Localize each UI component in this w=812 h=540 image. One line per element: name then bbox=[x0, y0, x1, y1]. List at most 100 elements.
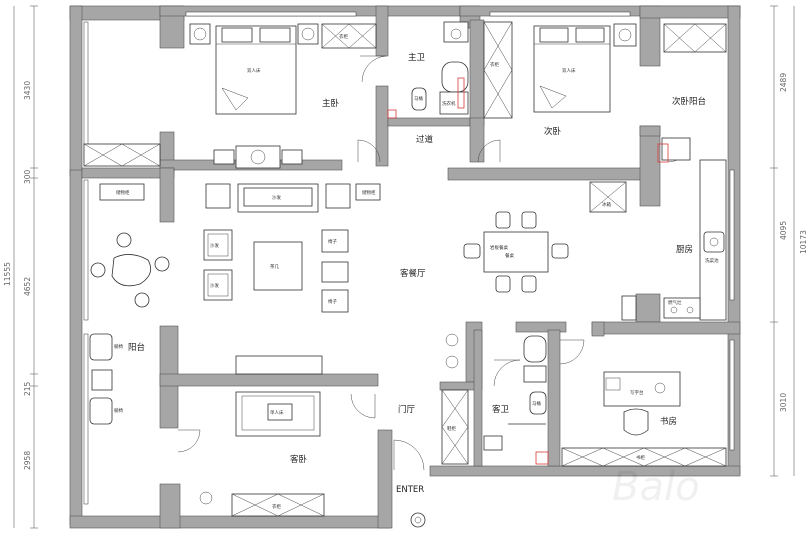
kitchen-stove-label: 燃气灶 bbox=[668, 299, 682, 306]
guest-bed-pillow bbox=[267, 403, 293, 421]
wall-sb-balcony-top bbox=[639, 125, 661, 137]
wall-kitchen-bottom bbox=[591, 321, 741, 335]
guest-bath-sink bbox=[483, 435, 503, 451]
foyer-plant-1-icon bbox=[445, 333, 459, 347]
study-chair bbox=[623, 408, 649, 436]
living-cabinet-label: 储物柜 bbox=[362, 189, 376, 196]
door-guest-bath bbox=[493, 359, 521, 387]
living-armchair-1 bbox=[203, 229, 233, 261]
wall-study-top-jamb bbox=[591, 321, 605, 337]
living-side-table-left bbox=[205, 183, 231, 209]
balcony-rug bbox=[111, 254, 152, 287]
balcony-cabinet bbox=[99, 183, 145, 201]
room-corridor: 过道 bbox=[416, 134, 434, 145]
door-second-bedroom bbox=[477, 139, 501, 163]
balcony-plant-3-icon bbox=[154, 256, 170, 272]
wall-kitchen-jamb bbox=[635, 293, 661, 323]
dining-table-label: 岩板餐桌 bbox=[490, 244, 508, 251]
door-study bbox=[559, 339, 585, 365]
kitchen-sink-icon bbox=[709, 237, 719, 247]
living-chair-1-label: 椅子 bbox=[328, 238, 337, 245]
wall-mbath-left-bottom bbox=[375, 85, 389, 167]
balcony-lounger-2 bbox=[89, 397, 113, 425]
dining-chair-top-2 bbox=[521, 211, 537, 229]
guest-bed-label: 单人床 bbox=[270, 409, 284, 416]
room-study: 书房 bbox=[660, 416, 677, 427]
guest-plant-icon bbox=[199, 491, 213, 505]
wall-sb-left-jamb bbox=[469, 117, 485, 163]
guest-bath: 马桶 客卫 bbox=[483, 335, 549, 465]
wall-bottom-left bbox=[69, 515, 391, 529]
kitchen-cabinet bbox=[621, 295, 637, 321]
door-balcony bbox=[177, 429, 201, 453]
balcony-side-table bbox=[91, 369, 113, 391]
master-balcony-cabinet bbox=[83, 143, 161, 167]
kitchen: 洗菜池 燃气灶 冰箱 厨房 bbox=[589, 159, 727, 321]
dim-left-1: 3430 bbox=[23, 81, 32, 100]
wall-bottom-entry-left bbox=[377, 429, 393, 529]
kitchen-sink bbox=[703, 231, 725, 253]
living-side-table-right bbox=[325, 183, 351, 209]
dim-right-3: 3010 bbox=[779, 393, 788, 412]
balcony-lounger-2-label: 躺椅 bbox=[114, 407, 123, 414]
master-side-cabinet-right bbox=[281, 149, 303, 165]
guest-bed bbox=[235, 391, 321, 437]
entrance-person-icon bbox=[410, 512, 426, 528]
dim-left-3: 4652 bbox=[23, 277, 32, 296]
study-monitor bbox=[605, 377, 621, 391]
room-foyer: 门厅 bbox=[398, 404, 416, 415]
master-bath-sink bbox=[443, 21, 469, 43]
guest-closet-cross bbox=[231, 493, 325, 517]
dim-right-1: 2489 bbox=[779, 73, 788, 92]
master-nightstand-right bbox=[297, 23, 319, 45]
balcony-plant-4-icon bbox=[134, 292, 150, 308]
room-second-balcony: 次卧阳台 bbox=[672, 96, 706, 107]
guest-cabinet bbox=[235, 355, 323, 375]
living-armchair-1-label: 沙发 bbox=[210, 242, 219, 249]
second-balcony-cabinet bbox=[663, 23, 727, 53]
master-bath-washer bbox=[439, 91, 469, 115]
master-balcony-cabinet-cross bbox=[83, 143, 161, 167]
wall-guest-top bbox=[159, 373, 379, 387]
second-bed-cushion bbox=[539, 85, 567, 109]
living-tea-table bbox=[253, 241, 303, 291]
door-guest-bedroom bbox=[350, 393, 376, 419]
master-tv-cabinet bbox=[235, 145, 281, 169]
kitchen-sink-label: 洗菜池 bbox=[705, 257, 719, 264]
wall-gbath-left bbox=[473, 329, 483, 467]
living-tea-table-label: 茶几 bbox=[270, 263, 279, 270]
dining-table-sublabel: 餐桌 bbox=[505, 252, 514, 259]
guest-bed-mattress bbox=[241, 395, 315, 431]
study-desk-label: 写字台 bbox=[630, 389, 644, 396]
dining-chair-top-1 bbox=[495, 211, 511, 229]
master-bed-pillow-left bbox=[221, 27, 253, 43]
living-chair-1 bbox=[321, 229, 349, 253]
master-bath-red-mark bbox=[387, 109, 397, 119]
living-sofa-label: 沙发 bbox=[272, 194, 281, 201]
room-guest-bedroom: 客卧 bbox=[290, 454, 308, 465]
entrance: ENTER bbox=[396, 485, 426, 528]
second-balcony-cabinet-cross bbox=[663, 23, 727, 53]
window-study bbox=[729, 339, 735, 451]
kitchen-burner-right-icon bbox=[686, 306, 694, 314]
balcony-plant-2-icon bbox=[90, 262, 106, 278]
second-balcony-red-mark bbox=[657, 143, 669, 163]
wall-mbath-left-top bbox=[375, 5, 389, 57]
window-left-mid bbox=[83, 179, 89, 321]
kitchen-fridge-label: 冰箱 bbox=[602, 201, 611, 208]
wall-bottom-notch bbox=[159, 483, 181, 529]
master-tv-cabinet-icon bbox=[250, 149, 266, 165]
dining-table bbox=[483, 231, 549, 273]
guest-bedroom: 单人床 衣柜 客卧 bbox=[199, 355, 325, 517]
master-bath-toilet-label: 马桶 bbox=[414, 95, 423, 102]
master-bath: 马桶 洗衣机 主卫 bbox=[387, 21, 469, 119]
dining-chair-left bbox=[463, 243, 481, 259]
entrance-person-head-icon bbox=[414, 516, 422, 524]
window-kitchen bbox=[729, 169, 735, 301]
wall-gbath-top bbox=[515, 321, 567, 333]
study-lamp-icon bbox=[654, 382, 666, 394]
living-armchair-1-seat bbox=[207, 233, 229, 257]
wall-sb-bottom bbox=[447, 167, 659, 181]
dim-right-total: 10173 bbox=[799, 230, 808, 254]
